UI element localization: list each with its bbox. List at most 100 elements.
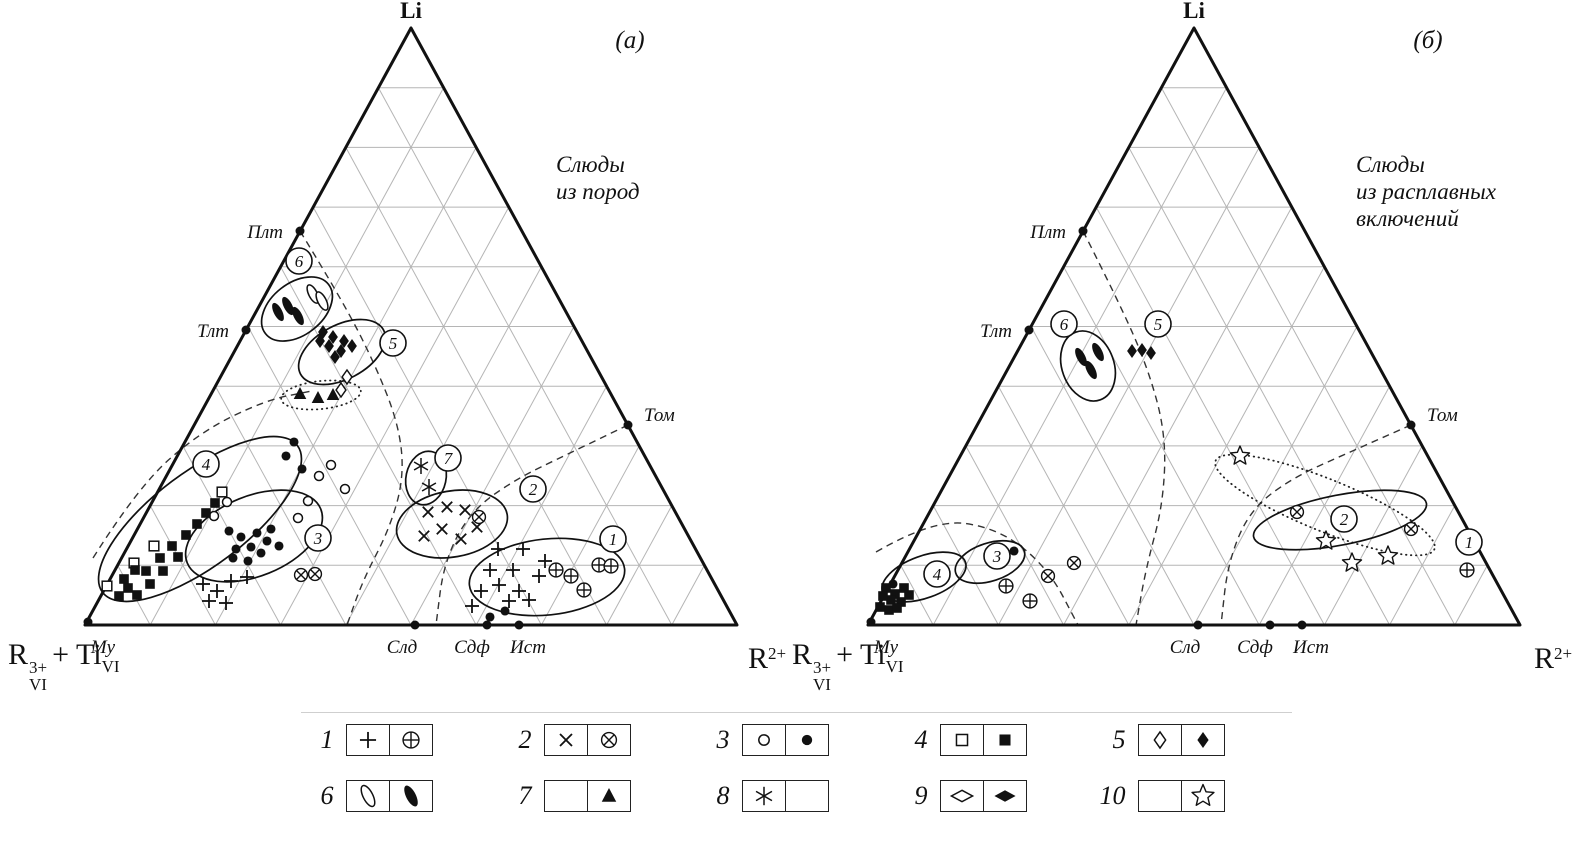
axis-label-r2-right-panel: R2+: [1534, 642, 1572, 676]
field-number-text: 6: [295, 252, 304, 271]
field-number-text: 3: [313, 529, 323, 548]
ti-sub: VI: [101, 657, 120, 676]
oplus-marker: [401, 731, 420, 749]
edge-label-Слд: Слд: [387, 637, 418, 658]
field-number-5: 5: [379, 329, 407, 357]
square-filled-marker: [896, 597, 906, 607]
legend-item-2: 2: [500, 724, 698, 756]
plus-marker: [538, 554, 552, 568]
square-filled-marker: [890, 589, 900, 599]
edge-tick-Плт: [295, 226, 305, 236]
legend-symbol-square-filled: [984, 725, 1026, 755]
legend-symbol-plus: [347, 725, 390, 755]
square-filled-marker: [881, 583, 891, 593]
square-filled-marker: [899, 583, 909, 593]
field-number-4: 4: [923, 560, 951, 588]
legend-item-6: 6: [302, 780, 500, 812]
legend-item-9: 9: [896, 780, 1094, 812]
r-symbol: R: [8, 638, 29, 671]
legend-symbol-circle-filled: [786, 725, 828, 755]
r-symbol: R: [1534, 642, 1555, 675]
x-marker: [418, 530, 430, 542]
edge-label-Му: Му: [90, 637, 116, 658]
square-filled-marker: [192, 519, 202, 529]
panel-title-line: Слюды: [556, 152, 625, 177]
circle-filled-marker: [228, 553, 238, 563]
circle-open-marker: [221, 496, 233, 508]
star-open-marker: [1229, 445, 1251, 465]
field-number-text: 5: [389, 334, 398, 353]
boundary-dashed-line: [92, 390, 313, 559]
apex-label-li: Li: [400, 0, 422, 23]
circle-filled-marker: [266, 524, 276, 534]
square-open-marker: [148, 540, 160, 552]
oplus-marker: [603, 558, 619, 574]
plus-marker: [196, 577, 210, 591]
boundary-dashed-line: [435, 424, 629, 626]
diamond-wide-open-marker: [949, 789, 974, 803]
square-filled-marker: [886, 595, 896, 605]
legend-item-7: 7: [500, 780, 698, 812]
oplus-marker: [998, 578, 1014, 594]
r3-supsub: 3+VI: [29, 658, 48, 695]
square-filled-marker: [114, 591, 124, 601]
r2-sup: 2+: [1554, 644, 1573, 663]
legend-number: 2: [518, 725, 532, 754]
legend-number: 6: [320, 781, 334, 810]
edge-label-Тлт: Тлт: [980, 321, 1012, 342]
triangle-filled-marker: [601, 787, 616, 802]
ellipse-filled-marker: [403, 785, 418, 807]
field-number-7: 7: [434, 444, 462, 472]
edge-tick-Сдф: [482, 620, 492, 630]
ox-marker: [1289, 504, 1305, 520]
square-filled-marker: [210, 498, 220, 508]
square-filled-marker: [904, 590, 914, 600]
circle-filled-marker: [1009, 546, 1019, 556]
ti-sub: VI: [885, 657, 904, 676]
legend-symbol-star-open: [1182, 781, 1224, 811]
field-number-6: 6: [285, 247, 313, 275]
field-number-text: 3: [992, 547, 1002, 566]
field-number-text: 2: [1340, 510, 1349, 529]
legend-item-10: 10: [1094, 780, 1292, 812]
circle-filled-marker: [252, 528, 262, 538]
boundary-dashed-line: [1220, 424, 1412, 626]
legend-symbol-empty: [1139, 781, 1182, 811]
edge-tick-Му: [866, 617, 876, 627]
edge-label-Ист: Ист: [509, 637, 546, 658]
legend-symbol-diamond-wide-filled: [984, 781, 1026, 811]
legend-number: 4: [914, 725, 928, 754]
x-marker: [459, 504, 471, 516]
dotted-field-outline: [1214, 453, 1436, 557]
legend-symbol-triangle-filled: [588, 781, 630, 811]
legend-symbol-box: [543, 780, 631, 812]
star-open-marker: [1315, 530, 1337, 550]
panel-letter: (а): [615, 27, 644, 54]
legend-symbol-ox: [588, 725, 630, 755]
legend-symbol-x: [545, 725, 588, 755]
circle-open-marker: [339, 483, 351, 495]
x-marker: [455, 533, 467, 545]
plus-ti: + Ti: [52, 638, 102, 671]
legend-item-5: 5: [1094, 724, 1292, 756]
plus-marker: [532, 569, 546, 583]
field-number-2: 2: [519, 475, 547, 503]
legend-symbol-box: [1137, 780, 1225, 812]
legend-symbol-empty: [786, 781, 828, 811]
oplus-marker: [576, 582, 592, 598]
square-filled-marker: [141, 566, 151, 576]
ox-marker: [600, 731, 617, 749]
legend-item-8: 8: [698, 780, 896, 812]
field-number-text: 7: [444, 449, 454, 468]
edge-label-Плт: Плт: [1029, 222, 1066, 243]
square-filled-marker: [884, 605, 894, 615]
circle-filled-marker: [243, 556, 253, 566]
circle-filled-marker: [485, 612, 495, 622]
edge-label-Плт: Плт: [246, 222, 283, 243]
edge-label-Том: Том: [644, 405, 675, 426]
asterisk-marker: [755, 786, 772, 806]
field-number-1: 1: [1455, 528, 1483, 556]
plus-marker: [224, 574, 238, 588]
